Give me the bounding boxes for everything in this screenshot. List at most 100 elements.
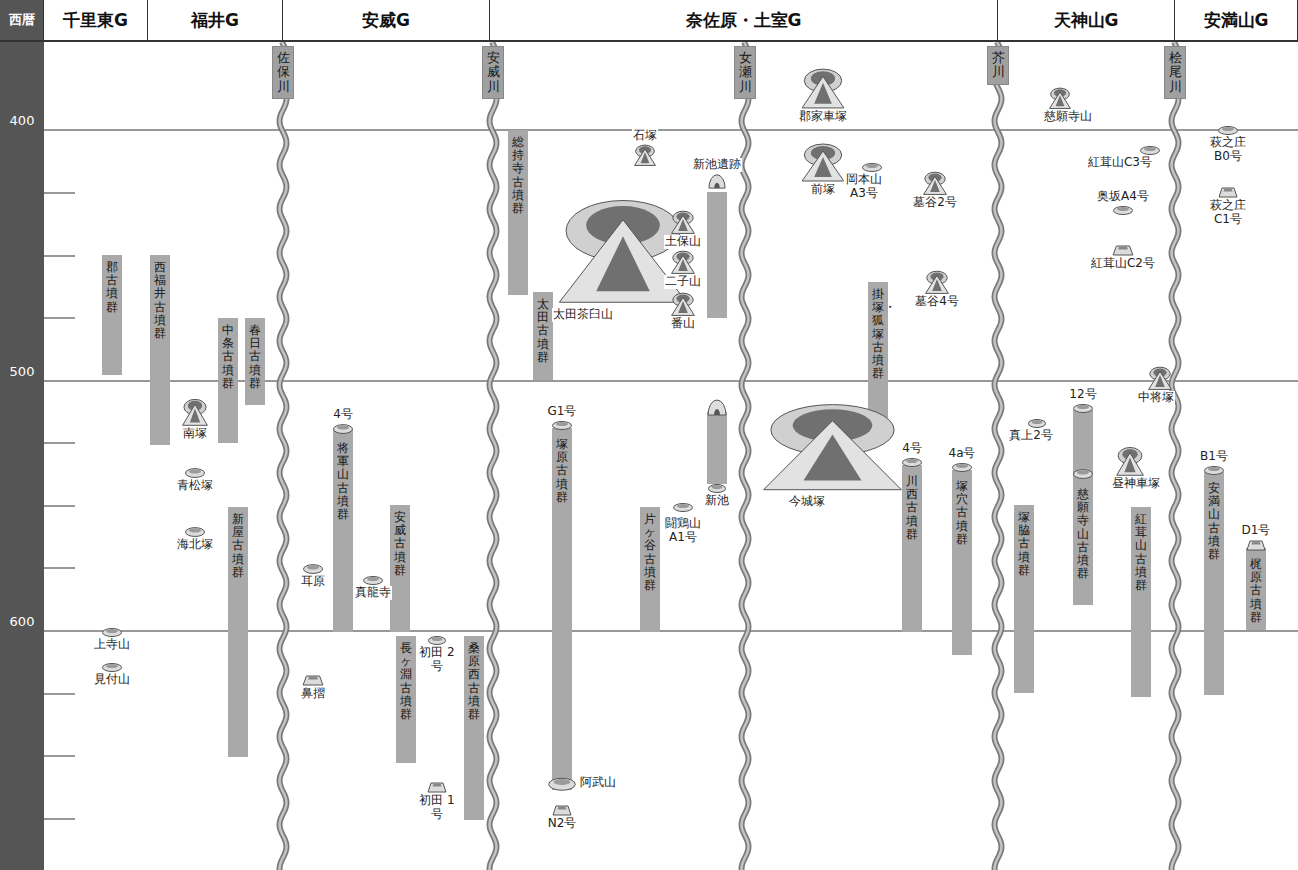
group-header: 福井G: [148, 0, 283, 42]
square-top: [1155, 375, 1165, 387]
kiln-mouth: [714, 409, 720, 415]
mound-top: [1208, 467, 1220, 471]
mound: [1141, 147, 1160, 155]
tomb-name: 見付山: [93, 673, 131, 687]
tomb-label: 前塚: [810, 183, 836, 197]
tomb-name: 今城塚: [788, 495, 826, 509]
tomb-label: 闘鶏山 A1号: [663, 517, 704, 545]
axis-column: [0, 42, 44, 870]
round-tomb-symbol: [1204, 465, 1224, 475]
square-part: [672, 255, 695, 273]
group-header: 千里東G: [44, 0, 148, 42]
square-top: [1056, 95, 1065, 106]
tomb-name: 慈願寺山: [1043, 110, 1093, 124]
mound-top: [1077, 405, 1089, 409]
mound-top: [307, 565, 319, 569]
square-part: [672, 215, 695, 233]
group-name: 天神山G: [1054, 9, 1119, 32]
group-header: 安満山G: [1175, 0, 1298, 42]
round-tomb: 4号: [333, 423, 353, 434]
kofun-group-bar: 郡古墳群: [102, 255, 122, 375]
mound: [674, 504, 693, 512]
river-line: [742, 42, 749, 870]
tomb-label: 紅茸山C2号: [1090, 257, 1156, 271]
tomb-label: 太田茶臼山: [552, 308, 614, 322]
mound: [863, 164, 882, 172]
tomb-label: 中将塚: [1137, 391, 1175, 405]
round-tomb-symbol: [673, 502, 693, 512]
mound: [553, 422, 572, 430]
tomb-label: G1号: [547, 405, 578, 419]
mound-top: [956, 464, 968, 468]
square-top: [1124, 457, 1135, 472]
round-tomb: G1号: [552, 420, 572, 430]
square-part: [635, 149, 656, 166]
round-tomb-symbol: [952, 462, 972, 472]
round-tomb-symbol: [333, 423, 353, 434]
keyhole-tomb-symbol: [671, 210, 695, 234]
mound-top: [432, 637, 443, 641]
keyhole-tomb-symbol: [1148, 366, 1172, 390]
mound: [1113, 246, 1133, 255]
mound-top: [906, 459, 918, 463]
round-tomb-symbol: [185, 467, 205, 478]
tomb-name: 岡本山 A3号: [844, 173, 885, 201]
square-tomb: D1号: [1246, 539, 1266, 551]
mound: [1114, 207, 1133, 215]
mound: [428, 637, 445, 645]
square-part: [672, 297, 695, 315]
tomb-name: 二子山: [664, 275, 702, 289]
keyhole-tomb: 番山: [671, 292, 695, 316]
tick: [44, 256, 75, 257]
kofun-group-bar: 片ヶ谷古墳群: [640, 507, 660, 632]
tomb-label: 今城塚: [788, 495, 826, 509]
tomb-name: 中将塚: [1137, 391, 1175, 405]
tick: [44, 819, 75, 820]
tick: [44, 506, 75, 507]
square-top: [678, 259, 688, 271]
keyhole-tomb: 土保山: [671, 210, 695, 234]
round-tomb-symbol: [862, 162, 882, 172]
mound: [334, 424, 353, 433]
square-top: [930, 180, 940, 192]
keyhole-tomb: 前塚: [801, 142, 845, 182]
mound-top: [554, 779, 571, 785]
tomb-label: 4a号: [948, 447, 977, 461]
tomb-label: 墓谷2号: [912, 196, 958, 210]
tomb-name: 南塚: [182, 427, 208, 441]
mound: [303, 676, 323, 685]
tomb-label: 真龍寺: [354, 586, 392, 600]
year-label: 500: [10, 364, 35, 379]
river-name: 芥川: [992, 51, 1005, 80]
mound: [708, 485, 725, 493]
kofun-group-bar: 塚原古墳群: [552, 428, 572, 790]
tomb-label: 番山: [670, 317, 696, 331]
keyhole-tomb-symbol: [182, 398, 208, 426]
keyhole-tomb-symbol: [923, 171, 947, 195]
tomb-label: 4号: [332, 408, 354, 422]
river-label: 芥川: [987, 46, 1009, 85]
river-label: 女瀬川: [734, 46, 756, 99]
keyhole-tomb-symbol: [634, 144, 656, 166]
mound: [186, 468, 205, 477]
river-line: [280, 42, 287, 870]
mound-top: [1144, 147, 1156, 151]
group-name: 西暦: [9, 11, 35, 29]
tick: [44, 193, 75, 194]
round-tomb: 奥坂A4号: [1113, 205, 1133, 215]
tomb-name: 真龍寺: [354, 586, 392, 600]
keyhole-tomb-symbol: [1049, 87, 1071, 109]
round-tomb-symbol: [185, 526, 205, 537]
square-part: [763, 421, 901, 490]
keyhole-tomb: 郡家車塚: [801, 67, 845, 109]
square-tomb-symbol: [552, 804, 572, 816]
square-part: [802, 151, 844, 181]
group-name: 片ヶ谷古墳群: [644, 513, 656, 592]
kofun-group-bar: 塚穴古墳群: [952, 470, 972, 655]
tomb-name: 阿武山: [579, 776, 617, 790]
round-tomb-symbol: [552, 420, 572, 430]
tomb-name: 萩之庄 C1号: [1208, 199, 1249, 227]
square-tomb: 初田 1号: [427, 781, 447, 793]
round-tomb-symbol: [1073, 403, 1093, 413]
